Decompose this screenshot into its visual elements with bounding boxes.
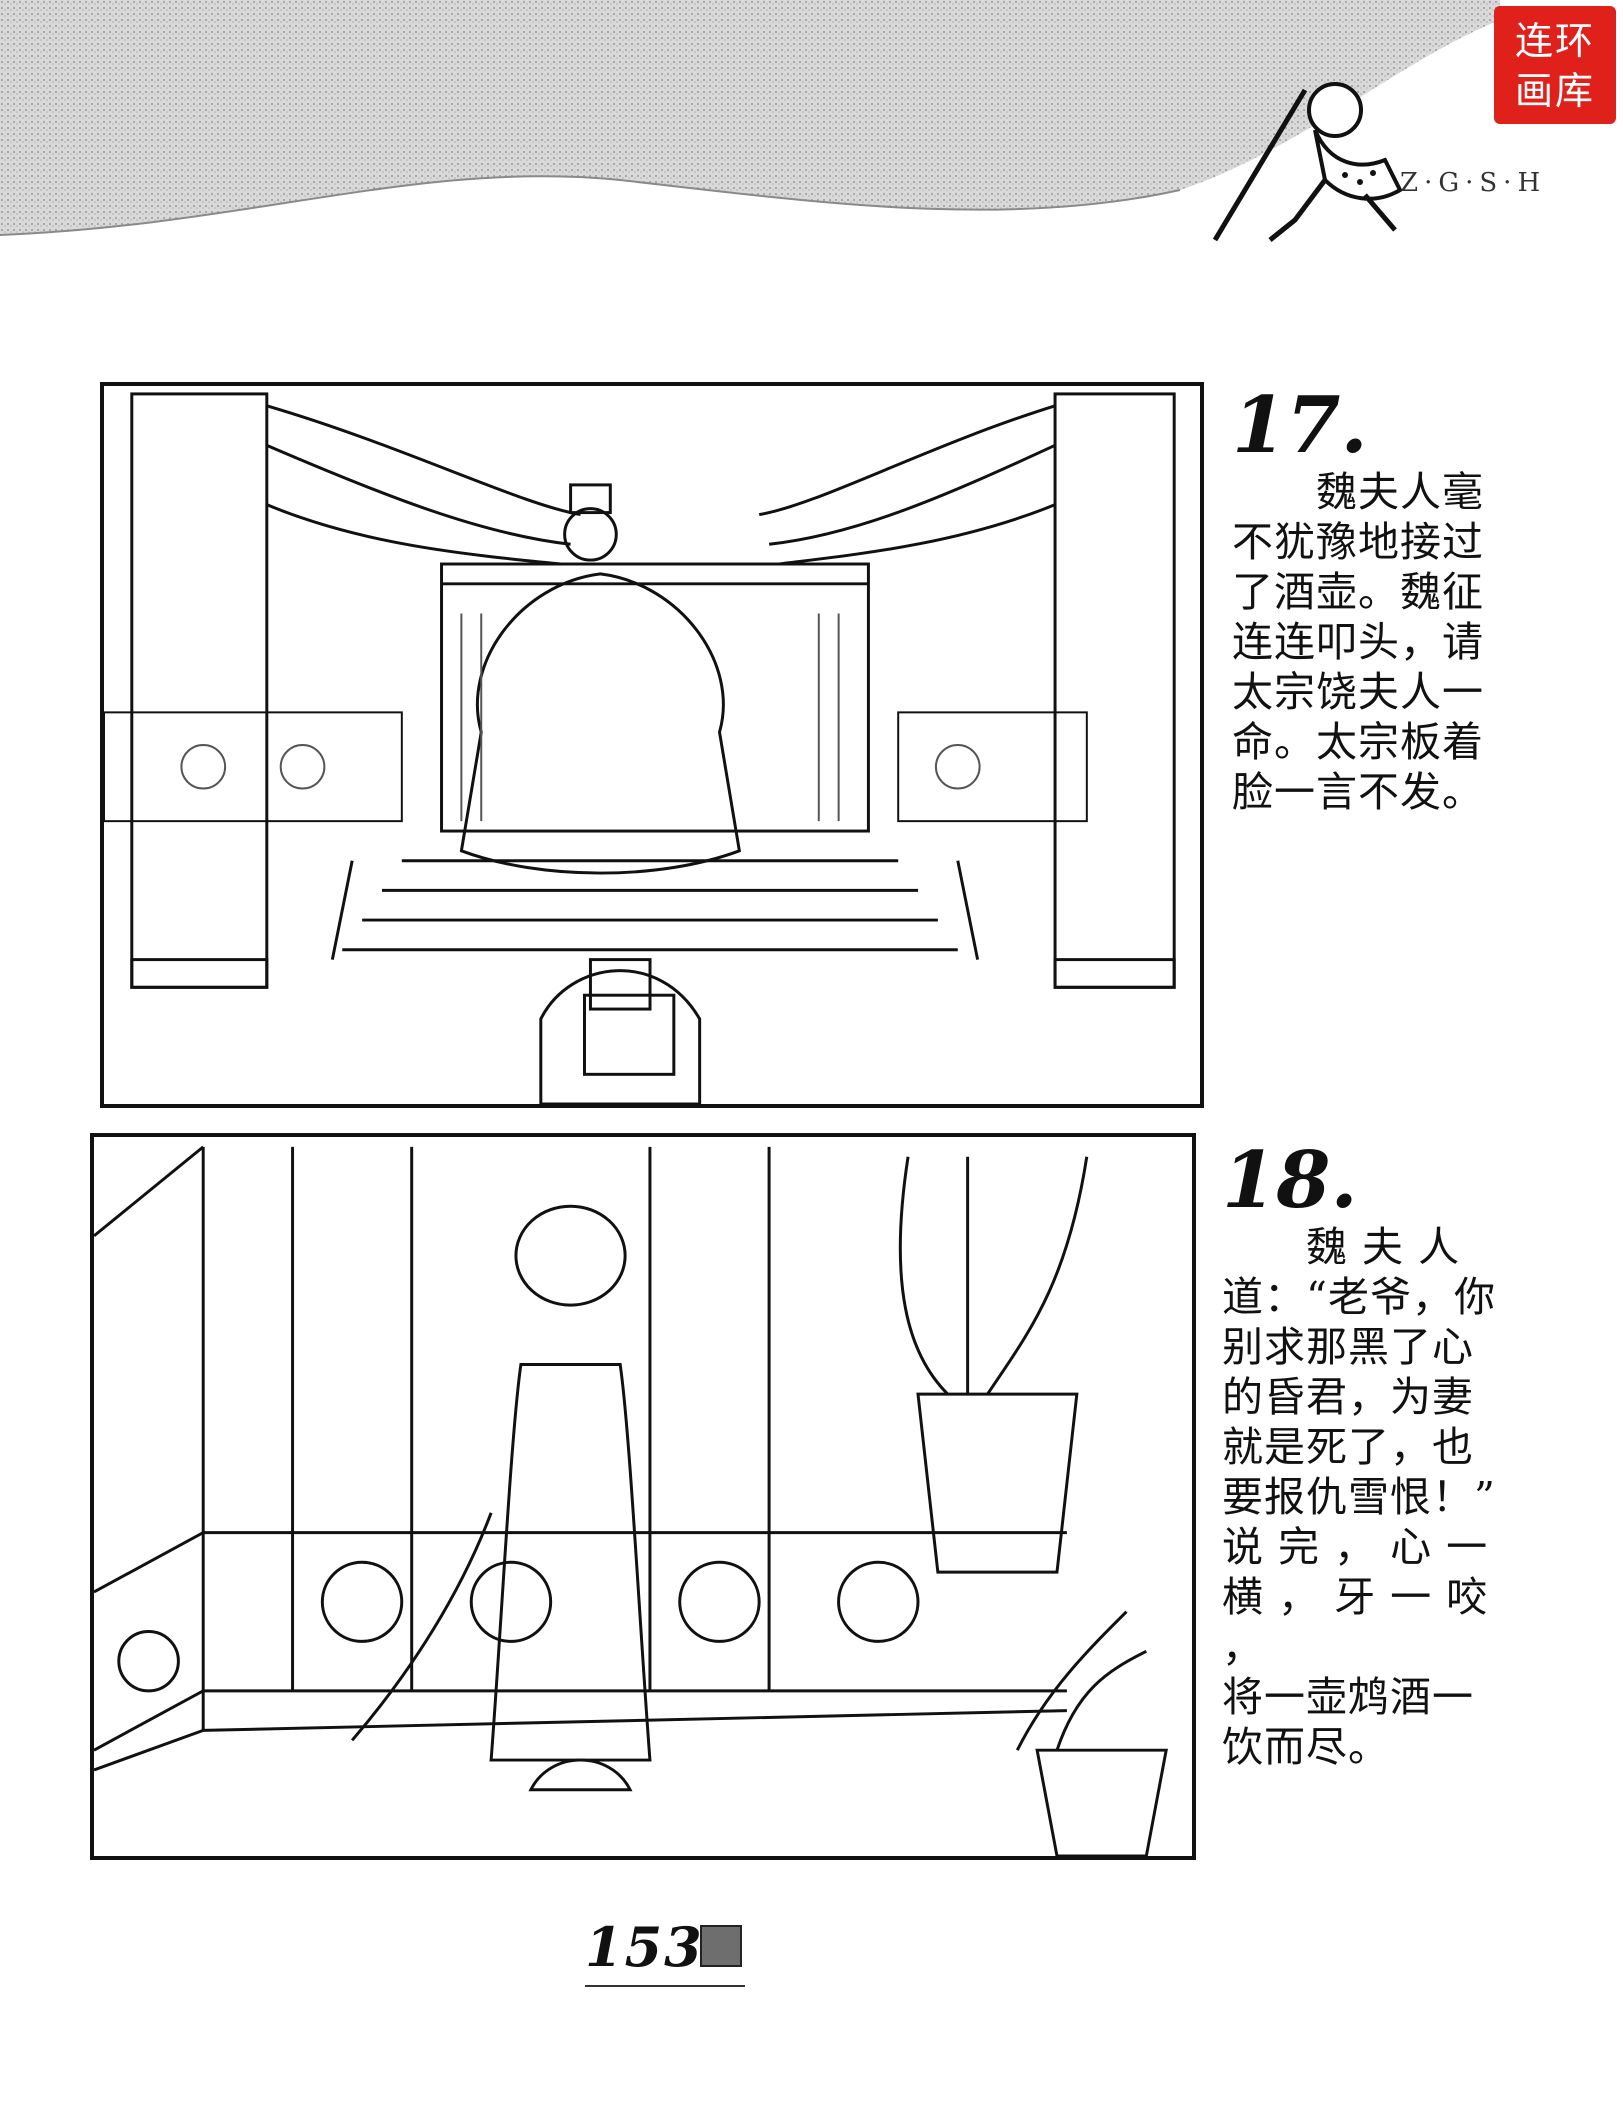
page-number-underline (585, 1985, 745, 1987)
seal-line-2: 画库 (1514, 69, 1595, 113)
header-decorative-band (0, 0, 1623, 260)
caption-17-number: 17. (1232, 380, 1368, 471)
caption-17: 17. 魏夫人毫 不犹豫地接过 了酒壶。魏征 连连叩头，请 太宗饶夫人一 命。太… (1232, 385, 1492, 817)
panel-17-illustration (100, 382, 1204, 1108)
series-seal: 连环 画库 (1494, 6, 1616, 124)
seal-line-1: 连环 (1514, 19, 1595, 63)
monkey-king-icon (1195, 70, 1415, 250)
caption-18: 18. 魏 夫 人 道：“老爷，你 别求那黑了心 的昏君，为妻 就是死了，也 要… (1222, 1140, 1502, 1772)
caption-18-number: 18. (1222, 1135, 1358, 1226)
panel-18-illustration (90, 1133, 1196, 1860)
page-number: 153 (585, 1915, 704, 1979)
series-code: Z·G·S·H (1400, 168, 1547, 198)
caption-18-text: 魏 夫 人 道：“老爷，你 别求那黑了心 的昏君，为妻 就是死了，也 要报仇雪恨… (1222, 1223, 1496, 1771)
page-marker-square (700, 1925, 742, 1967)
caption-17-text: 魏夫人毫 不犹豫地接过 了酒壶。魏征 连连叩头，请 太宗饶夫人一 命。太宗板着 … (1232, 468, 1484, 816)
